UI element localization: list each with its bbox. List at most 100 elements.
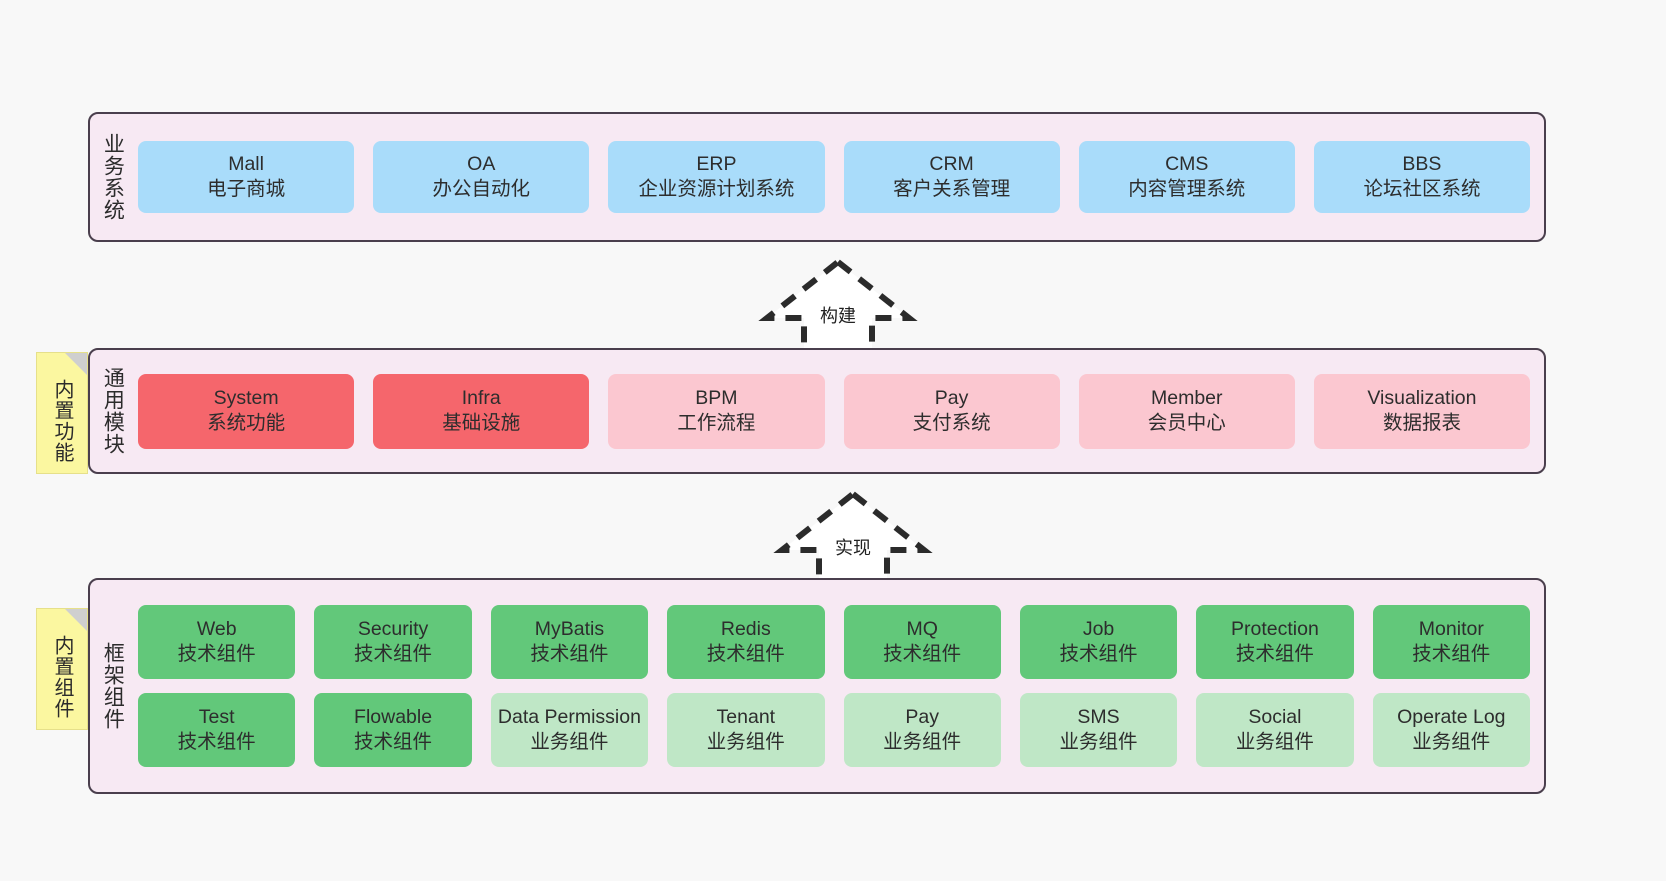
layer-framework-components: 框架组件 Web 技术组件 Security 技术组件 MyBatis 技术组件…	[88, 578, 1546, 794]
node-subtitle: 论坛社区系统	[1363, 178, 1481, 200]
node-title: Pay	[905, 705, 939, 728]
node-visualization[interactable]: Visualization 数据报表	[1313, 373, 1531, 449]
node-pay-component[interactable]: Pay 业务组件	[843, 693, 1001, 767]
node-crm[interactable]: CRM 客户关系管理	[843, 141, 1060, 213]
node-monitor[interactable]: Monitor 技术组件	[1372, 605, 1530, 679]
layer-body-common: System 系统功能 Infra 基础设施 BPM 工作流程 Pay 支付系统…	[134, 350, 1544, 472]
node-flowable[interactable]: Flowable 技术组件	[314, 693, 472, 767]
arrow-realize: 实现	[773, 490, 933, 590]
node-subtitle: 技术组件	[354, 643, 433, 665]
node-subtitle: 数据报表	[1382, 412, 1461, 434]
node-title: CRM	[929, 152, 974, 175]
node-bbs[interactable]: BBS 论坛社区系统	[1313, 141, 1531, 213]
node-title: BPM	[695, 386, 738, 409]
node-title: Infra	[461, 386, 501, 409]
node-row: Mall 电子商城 OA 办公自动化 ERP 企业资源计划系统 CRM 客户关系…	[138, 141, 1531, 213]
node-subtitle: 技术组件	[530, 643, 609, 665]
layer-label-business: 业务系统	[101, 133, 125, 221]
layer-body-framework: Web 技术组件 Security 技术组件 MyBatis 技术组件 Redi…	[134, 580, 1544, 792]
node-pay-module[interactable]: Pay 支付系统	[843, 373, 1060, 449]
node-subtitle: 业务组件	[1412, 731, 1491, 753]
node-infra[interactable]: Infra 基础设施	[373, 373, 590, 449]
node-erp[interactable]: ERP 企业资源计划系统	[608, 141, 825, 213]
node-subtitle: 技术组件	[883, 643, 962, 665]
node-row: System 系统功能 Infra 基础设施 BPM 工作流程 Pay 支付系统…	[138, 373, 1531, 449]
node-title: Job	[1082, 617, 1115, 640]
node-subtitle: 客户关系管理	[893, 178, 1011, 200]
node-subtitle: 技术组件	[177, 643, 256, 665]
node-subtitle: 业务组件	[1235, 731, 1314, 753]
node-subtitle: 业务组件	[883, 731, 962, 753]
layer-label-common: 通用模块	[101, 367, 125, 455]
node-subtitle: 技术组件	[1059, 643, 1138, 665]
sticky-note-builtin-features: 内置功能	[36, 352, 88, 474]
node-title: BBS	[1402, 152, 1442, 175]
layer-body-business: Mall 电子商城 OA 办公自动化 ERP 企业资源计划系统 CRM 客户关系…	[134, 114, 1544, 240]
node-oa[interactable]: OA 办公自动化	[373, 141, 590, 213]
layer-business-systems: 业务系统 Mall 电子商城 OA 办公自动化 ERP 企业资源计划系统 CRM…	[88, 112, 1546, 242]
node-title: Data Permission	[497, 705, 641, 728]
node-mybatis[interactable]: MyBatis 技术组件	[490, 605, 649, 679]
arrow-label: 构建	[820, 306, 856, 326]
node-redis[interactable]: Redis 技术组件	[667, 605, 825, 679]
node-title: Monitor	[1418, 617, 1484, 640]
node-subtitle: 技术组件	[354, 731, 433, 753]
node-data-permission[interactable]: Data Permission 业务组件	[490, 693, 649, 767]
node-title: Mall	[228, 152, 264, 175]
node-subtitle: 技术组件	[1235, 643, 1314, 665]
node-title: MQ	[906, 617, 938, 640]
node-subtitle: 业务组件	[1059, 731, 1138, 753]
sticky-note-label: 内置功能	[51, 379, 73, 463]
node-title: Member	[1151, 386, 1223, 409]
node-title: Visualization	[1367, 386, 1477, 409]
node-subtitle: 企业资源计划系统	[638, 178, 795, 200]
node-title: System	[213, 386, 279, 409]
node-title: OA	[467, 152, 496, 175]
node-bpm[interactable]: BPM 工作流程	[608, 373, 825, 449]
node-title: Protection	[1231, 617, 1319, 640]
node-title: SMS	[1077, 705, 1120, 728]
node-title: Flowable	[354, 705, 433, 728]
node-system[interactable]: System 系统功能	[138, 373, 355, 449]
node-subtitle: 支付系统	[912, 412, 991, 434]
sticky-note-builtin-components: 内置组件	[36, 608, 88, 730]
node-title: CMS	[1165, 152, 1209, 175]
node-subtitle: 技术组件	[177, 731, 256, 753]
node-subtitle: 业务组件	[530, 731, 609, 753]
node-security[interactable]: Security 技术组件	[314, 605, 472, 679]
node-mall[interactable]: Mall 电子商城	[138, 141, 355, 213]
node-row: Web 技术组件 Security 技术组件 MyBatis 技术组件 Redi…	[138, 605, 1530, 679]
node-title: Operate Log	[1397, 705, 1506, 728]
node-job[interactable]: Job 技术组件	[1019, 605, 1178, 679]
node-subtitle: 技术组件	[706, 643, 785, 665]
node-protection[interactable]: Protection 技术组件	[1196, 605, 1354, 679]
node-test[interactable]: Test 技术组件	[138, 693, 296, 767]
node-subtitle: 技术组件	[1412, 643, 1491, 665]
node-row: Test 技术组件 Flowable 技术组件 Data Permission …	[138, 693, 1530, 767]
node-operate-log[interactable]: Operate Log 业务组件	[1372, 693, 1530, 767]
node-tenant[interactable]: Tenant 业务组件	[667, 693, 825, 767]
node-social[interactable]: Social 业务组件	[1196, 693, 1354, 767]
arrow-build: 构建	[758, 258, 918, 358]
node-title: Redis	[720, 617, 771, 640]
node-title: ERP	[696, 152, 737, 175]
layer-common-modules: 通用模块 System 系统功能 Infra 基础设施 BPM 工作流程 Pay…	[88, 348, 1546, 474]
node-subtitle: 系统功能	[207, 412, 286, 434]
node-subtitle: 工作流程	[677, 412, 756, 434]
node-sms[interactable]: SMS 业务组件	[1019, 693, 1178, 767]
node-mq[interactable]: MQ 技术组件	[843, 605, 1001, 679]
node-subtitle: 会员中心	[1147, 412, 1226, 434]
node-title: Test	[198, 705, 235, 728]
node-title: Social	[1248, 705, 1302, 728]
node-cms[interactable]: CMS 内容管理系统	[1078, 141, 1295, 213]
arrow-label: 实现	[835, 538, 871, 558]
node-subtitle: 内容管理系统	[1128, 178, 1246, 200]
node-member[interactable]: Member 会员中心	[1078, 373, 1295, 449]
node-title: MyBatis	[534, 617, 605, 640]
node-title: Web	[196, 617, 237, 640]
node-title: Pay	[934, 386, 969, 409]
node-subtitle: 基础设施	[442, 412, 521, 434]
node-title: Tenant	[716, 705, 776, 728]
node-web[interactable]: Web 技术组件	[138, 605, 296, 679]
